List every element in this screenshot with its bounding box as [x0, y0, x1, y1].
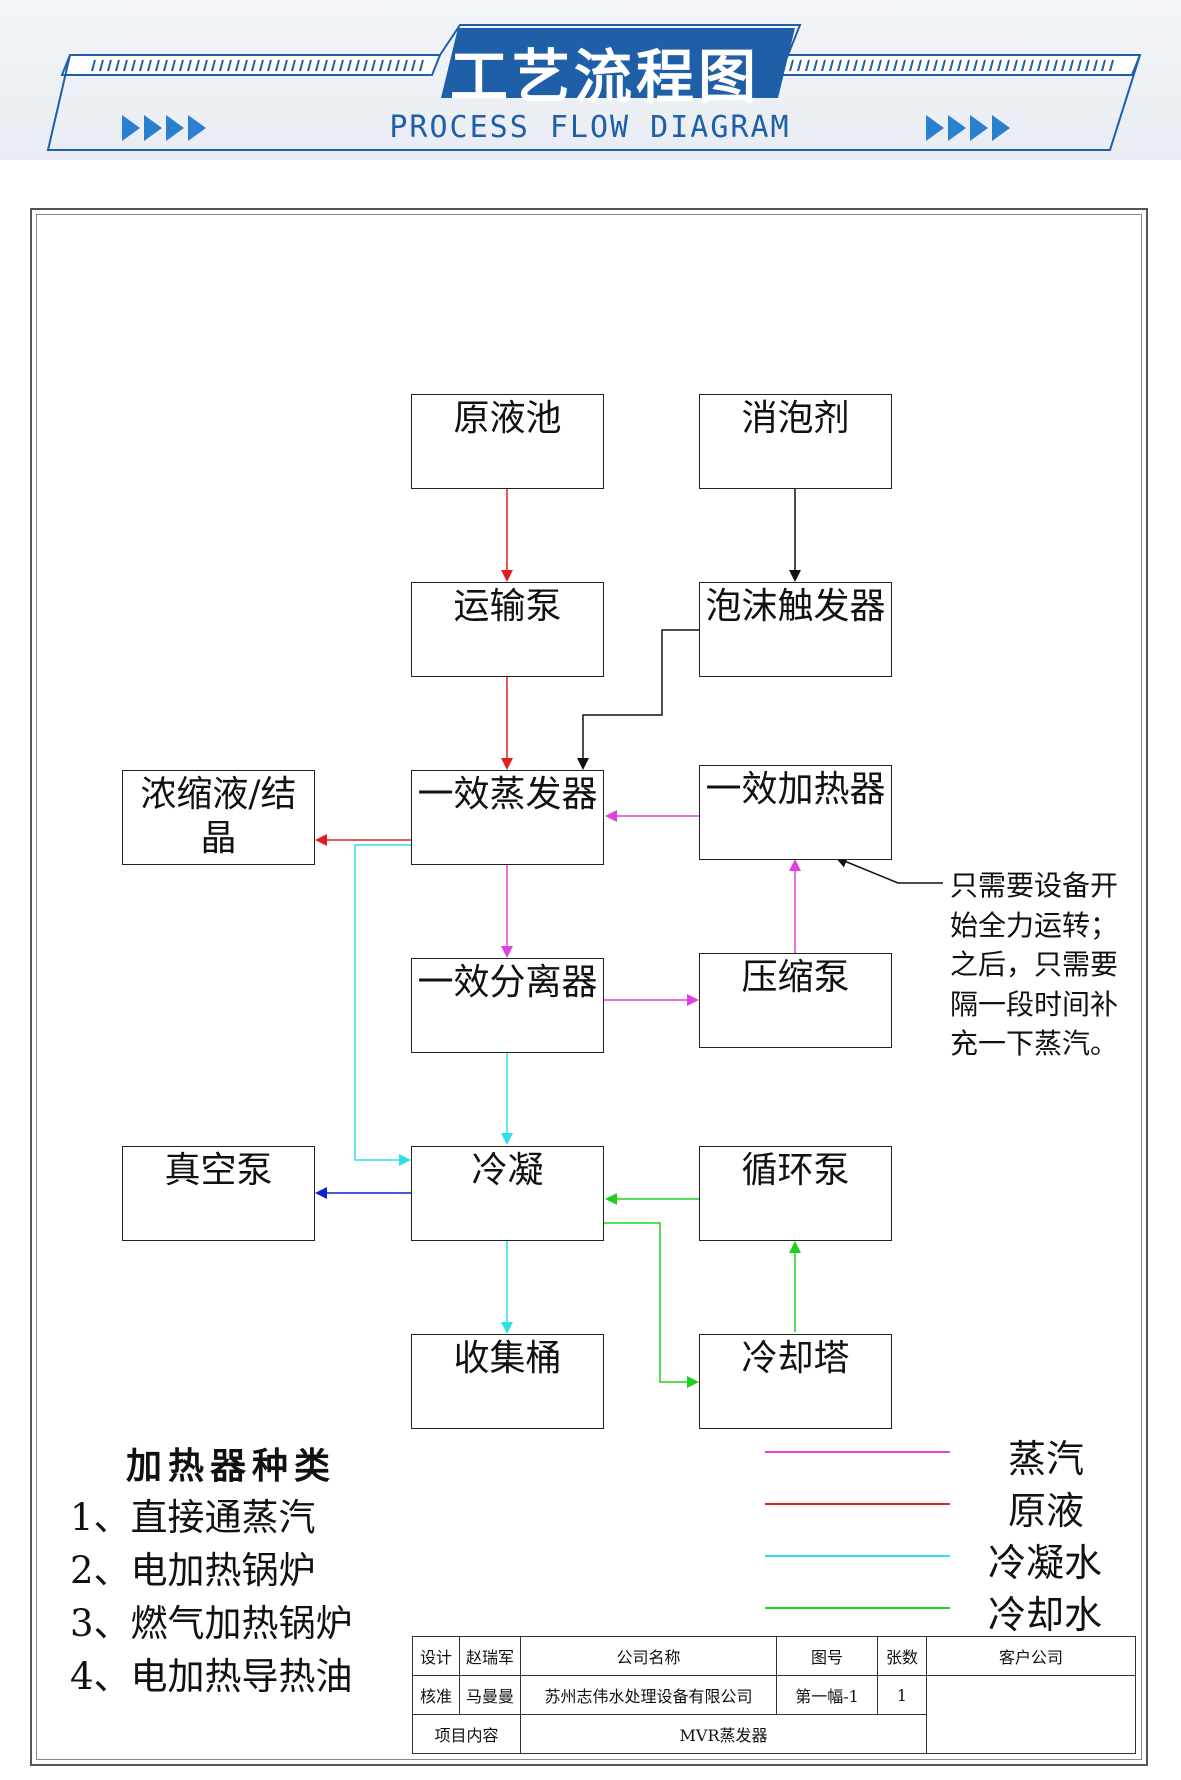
legend-label-cooling: 冷却水: [988, 1593, 1103, 1637]
edge-foam-trigger-to-evaporator: [577, 629, 699, 770]
node-condenser: 冷凝: [411, 1146, 604, 1241]
node-compressor: 压缩泵: [699, 953, 892, 1048]
node-circulation-pump: 循环泵: [699, 1146, 892, 1241]
drawing-no: 第一幅-1: [776, 1675, 878, 1715]
project-label: 项目内容: [412, 1714, 521, 1754]
banner-subtitle: PROCESS FLOW DIAGRAM: [389, 110, 791, 145]
node-raw-pool: 原液池: [411, 394, 604, 489]
node-evaporator: 一效蒸发器: [411, 770, 604, 865]
node-cooling-tower: 冷却塔: [699, 1334, 892, 1429]
client-label: 客户公司: [926, 1636, 1136, 1676]
node-foam-trigger: 泡沫触发器: [699, 582, 892, 677]
sheets-label: 张数: [877, 1636, 927, 1676]
company-name: 苏州志伟水处理设备有限公司: [520, 1675, 777, 1715]
edge-evaporator-to-condenser: [354, 844, 411, 1166]
node-vacuum-pump: 真空泵: [122, 1146, 315, 1241]
drawing-frame: [30, 208, 1148, 1766]
legend-label-steam: 蒸汽: [1008, 1437, 1085, 1481]
design-label: 设计: [412, 1636, 460, 1676]
banner-graphic: [46, 24, 1142, 151]
company-label: 公司名称: [520, 1636, 777, 1676]
heater-type-item: 2、电加热锅炉: [70, 1549, 316, 1592]
heater-type-item: 4、电加热导热油: [70, 1655, 353, 1698]
heater-types-title: 加热器种类: [126, 1445, 337, 1487]
approve-label: 核准: [412, 1675, 460, 1715]
drawing-frame-inner: [36, 214, 1142, 1760]
header-banner: 工艺流程图 PROCESS FLOW DIAGRAM: [0, 0, 1181, 160]
approve-name: 马曼曼: [459, 1675, 521, 1715]
edge-condenser-to-cooling-tower: [603, 1222, 699, 1388]
node-concentrate: 浓缩液/结晶: [122, 770, 315, 865]
node-transfer-pump: 运输泵: [411, 582, 604, 677]
operation-note: 只需要设备开始全力运转；之后，只需要隔一段时间补充一下蒸汽。: [949, 869, 1118, 1060]
drawing-no-label: 图号: [776, 1636, 878, 1676]
title-block: 设计 赵瑞军 公司名称 图号 张数 客户公司 核准 马曼曼 苏州志伟水处理设备有…: [412, 1636, 1136, 1754]
node-heater: 一效加热器: [699, 765, 892, 860]
client-value: [926, 1675, 1136, 1754]
heater-type-item: 3、燃气加热锅炉: [70, 1602, 353, 1645]
note-pointer: [835, 856, 943, 884]
node-collector: 收集桶: [411, 1334, 604, 1429]
design-name: 赵瑞军: [459, 1636, 521, 1676]
node-separator: 一效分离器: [411, 958, 604, 1053]
legend-label-raw: 原液: [1008, 1489, 1085, 1533]
banner-title: 工艺流程图: [449, 43, 760, 111]
project-name: MVR蒸发器: [520, 1714, 927, 1754]
sheets-value: 1: [877, 1675, 927, 1715]
heater-type-item: 1、直接通蒸汽: [70, 1496, 316, 1539]
node-defoamer: 消泡剂: [699, 394, 892, 489]
legend-label-condensate: 冷凝水: [988, 1541, 1103, 1585]
